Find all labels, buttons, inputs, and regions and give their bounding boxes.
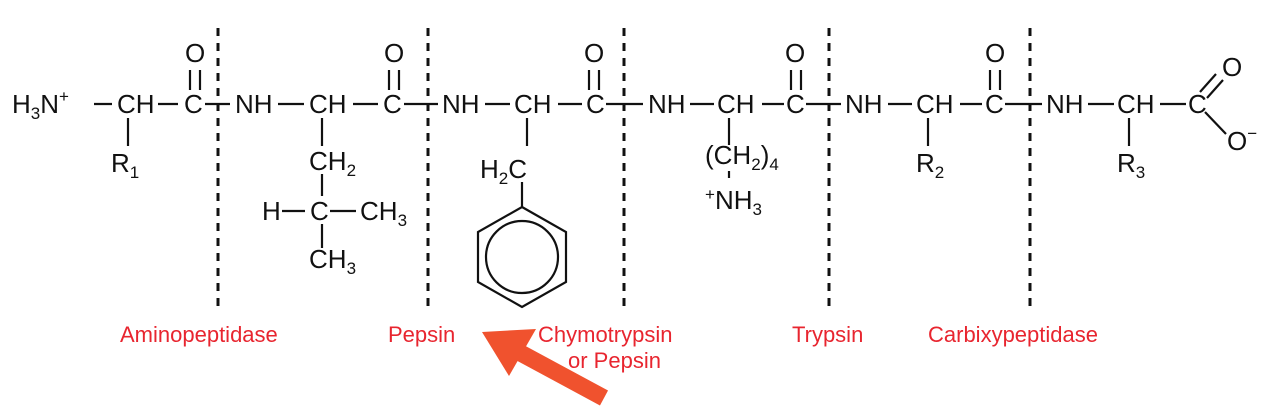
lysine-nh3: +NH3: [705, 185, 762, 219]
carbonyl-oxygen-2: O: [384, 38, 404, 68]
side-chain-r1: R1: [111, 148, 139, 182]
amide-nh-2: NH: [235, 89, 273, 119]
leucine-h: H: [262, 196, 281, 226]
double-bond: [1199, 73, 1217, 93]
carbonyl-oxygen-3: O: [584, 38, 604, 68]
carbonyl-carbon-3: C: [586, 89, 605, 119]
aromatic-circle-icon: [484, 219, 560, 295]
side-chain-r3: R3: [1117, 148, 1145, 182]
enzyme-label-chymotrypsin: Chymotrypsin: [538, 322, 672, 347]
enzyme-label-aminopeptidase: Aminopeptidase: [120, 322, 278, 347]
alpha-carbon-3: CH: [514, 89, 552, 119]
lysine-ch2-chain: (CH2)4: [705, 140, 779, 174]
leucine-ch2: CH2: [309, 146, 356, 180]
alpha-carbon-1: CH: [117, 89, 155, 119]
double-bond: [1206, 79, 1224, 99]
leucine-ch3-right: CH3: [360, 196, 407, 230]
carbonyl-oxygen-4: O: [785, 38, 805, 68]
leucine-c: C: [310, 196, 329, 226]
arrow-head: [482, 329, 536, 376]
carbonyl-carbon-4: C: [786, 89, 805, 119]
side-chain-r2: R2: [916, 148, 944, 182]
carboxylate-oxygen: O−: [1227, 124, 1257, 156]
alpha-carbon-4: CH: [717, 89, 755, 119]
enzyme-label-pepsin: Pepsin: [388, 322, 455, 347]
arrow-shaft: [510, 342, 609, 406]
carbonyl-carbon-1: C: [184, 89, 203, 119]
bond: [1204, 111, 1227, 135]
phenylalanine-h2c: H2C: [480, 154, 527, 188]
alpha-carbon-2: CH: [309, 89, 347, 119]
enzyme-label-or-pepsin: or Pepsin: [568, 348, 661, 373]
carboxyl-carbon: C: [1188, 89, 1207, 119]
alpha-carbon-5: CH: [916, 89, 954, 119]
arrow-icon: [482, 329, 609, 406]
leucine-ch3-bottom: CH3: [309, 244, 356, 278]
enzyme-label-carboxypeptidase: Carbixypeptidase: [928, 322, 1098, 347]
carboxyl-oxygen: O: [1222, 52, 1242, 82]
carbonyl-oxygen-5: O: [985, 38, 1005, 68]
amide-nh-3: NH: [442, 89, 480, 119]
amide-nh-4: NH: [648, 89, 686, 119]
amide-nh-6: NH: [1046, 89, 1084, 119]
enzyme-label-trypsin: Trypsin: [792, 322, 863, 347]
carbonyl-carbon-5: C: [985, 89, 1004, 119]
benzene-ring-icon: [476, 205, 568, 309]
alpha-carbon-6: CH: [1117, 89, 1155, 119]
amide-nh-5: NH: [845, 89, 883, 119]
n-terminus-label: H3N+: [12, 87, 69, 123]
carbonyl-carbon-2: C: [383, 89, 402, 119]
carbonyl-oxygen-1: O: [185, 38, 205, 68]
